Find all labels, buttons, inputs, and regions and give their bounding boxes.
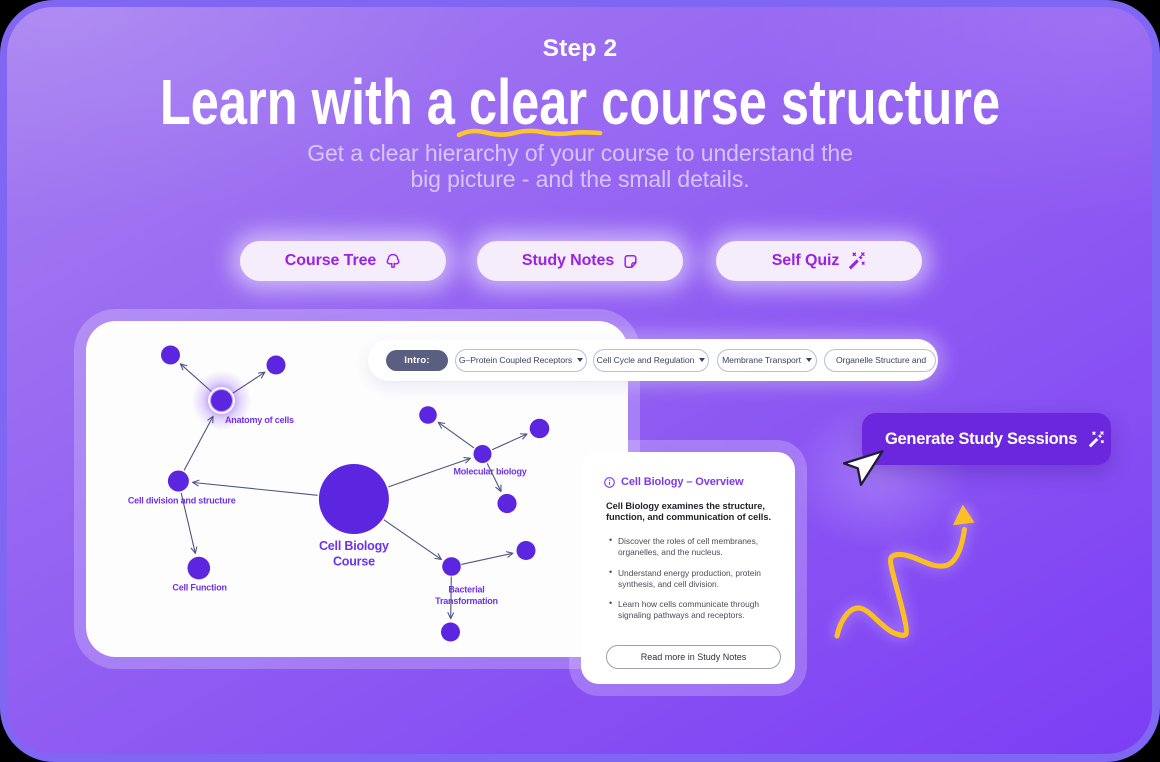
svg-text:Molecular biology: Molecular biology <box>453 467 526 477</box>
svg-text:Cell division and structure: Cell division and structure <box>128 495 236 505</box>
svg-text:Bacterial: Bacterial <box>448 585 484 595</box>
svg-text:Anatomy of cells: Anatomy of cells <box>225 415 294 425</box>
svg-text:Cell Function: Cell Function <box>172 582 226 592</box>
svg-text:Transformation: Transformation <box>435 596 498 606</box>
svg-text:Cell Biology: Cell Biology <box>319 539 389 553</box>
svg-text:Course: Course <box>333 554 375 568</box>
